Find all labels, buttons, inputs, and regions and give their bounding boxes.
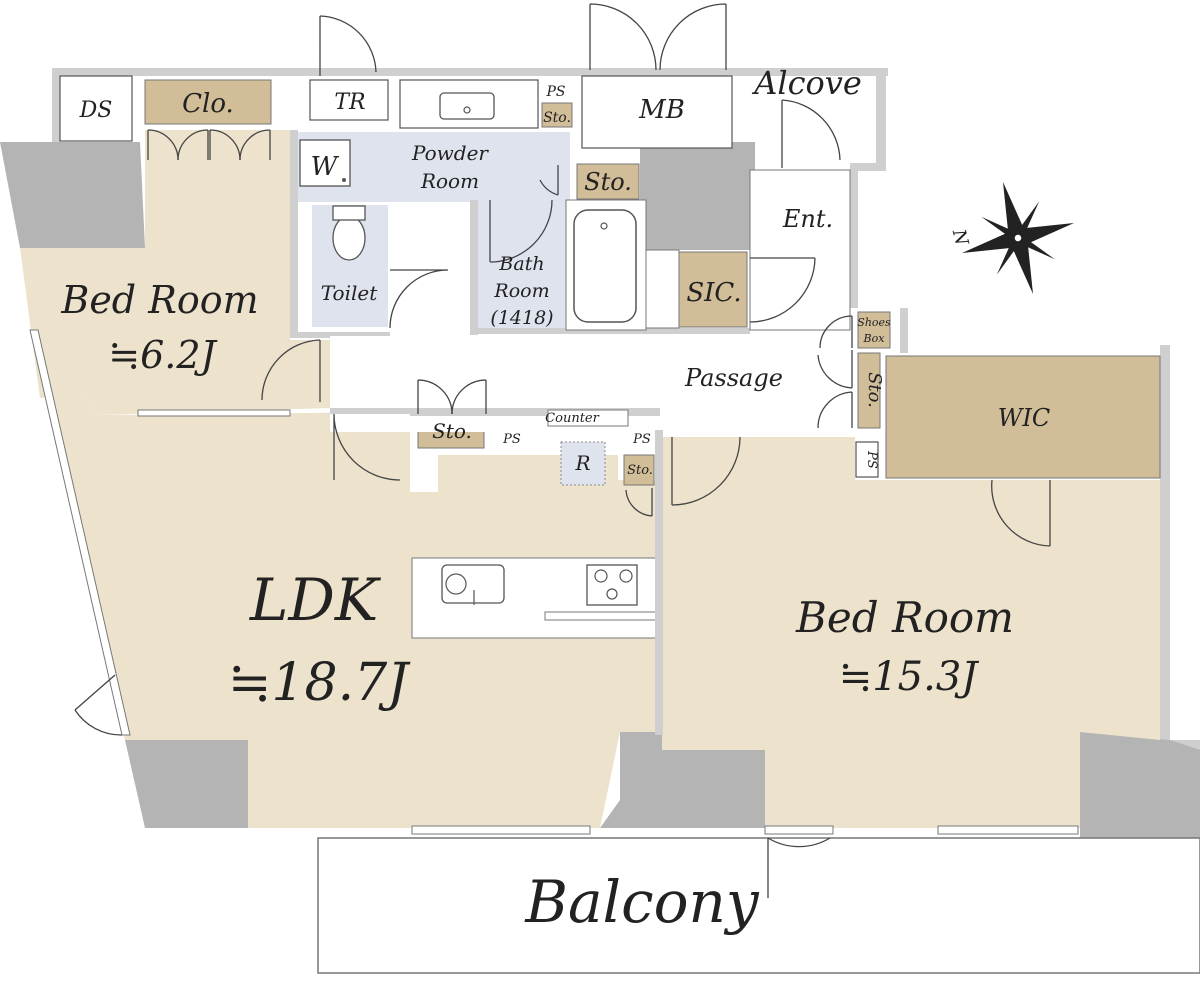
ps-top-label: PS xyxy=(545,84,565,100)
closet-label: Clo. xyxy=(182,89,234,119)
toilet-label: Toilet xyxy=(321,281,378,305)
bed-small-name: Bed Room xyxy=(60,278,258,322)
ldk-size: ≒18.7J xyxy=(228,653,411,713)
ldk-name: LDK xyxy=(249,566,382,634)
shoes-box-label-1: Shoes xyxy=(857,316,891,329)
bed-large-size: ≒15.3J xyxy=(839,654,980,700)
compass-north-label: N xyxy=(947,226,972,249)
entrance-label: Ent. xyxy=(782,205,833,233)
mb-label: MB xyxy=(638,95,685,125)
compass-icon xyxy=(961,181,1075,295)
structural-columns xyxy=(0,142,1200,840)
storage-blocks xyxy=(144,79,1161,486)
sto-passage-label: Sto. xyxy=(864,372,885,408)
balcony-label: Balcony xyxy=(524,868,760,936)
washer-label: W xyxy=(311,152,340,182)
bath-label-3: (1418) xyxy=(490,307,553,329)
bath-label-2: Room xyxy=(493,280,549,302)
ps-kitchen-right-label: PS xyxy=(632,432,651,447)
windows xyxy=(29,329,1079,835)
sto-mid-label: Sto. xyxy=(584,168,632,196)
alcove-label: Alcove xyxy=(751,64,862,102)
counter-label: Counter xyxy=(545,411,599,426)
sto-top-label: Sto. xyxy=(543,110,571,126)
ds-label: DS xyxy=(79,98,113,123)
doors xyxy=(74,3,1051,898)
floor-areas xyxy=(20,130,1200,974)
ps-wic-label: PS xyxy=(864,450,879,469)
bath-label-1: Bath xyxy=(498,253,544,275)
tr-label: TR xyxy=(334,90,365,115)
partitions xyxy=(59,75,879,735)
bed-large-name: Bed Room xyxy=(795,593,1014,642)
refrigerator-label: R xyxy=(574,451,590,475)
shoes-box-label-2: Box xyxy=(863,332,886,345)
passage-label: Passage xyxy=(684,364,783,392)
sic-label: SIC. xyxy=(686,278,741,308)
ps-kitchen-left-label: PS xyxy=(502,432,521,447)
sto-kitchen-small-label: Sto. xyxy=(627,463,653,478)
room-labels: DS Clo. TR PS Sto. MB Alcove W Powder Ro… xyxy=(60,64,1050,936)
sto-kitchen-label: Sto. xyxy=(432,419,472,443)
powder-room-label-1: Powder xyxy=(411,141,489,165)
bed-small-size: ≒6.2J xyxy=(108,333,217,377)
powder-room-label-2: Room xyxy=(420,169,479,193)
wic-label: WIC xyxy=(998,404,1051,432)
